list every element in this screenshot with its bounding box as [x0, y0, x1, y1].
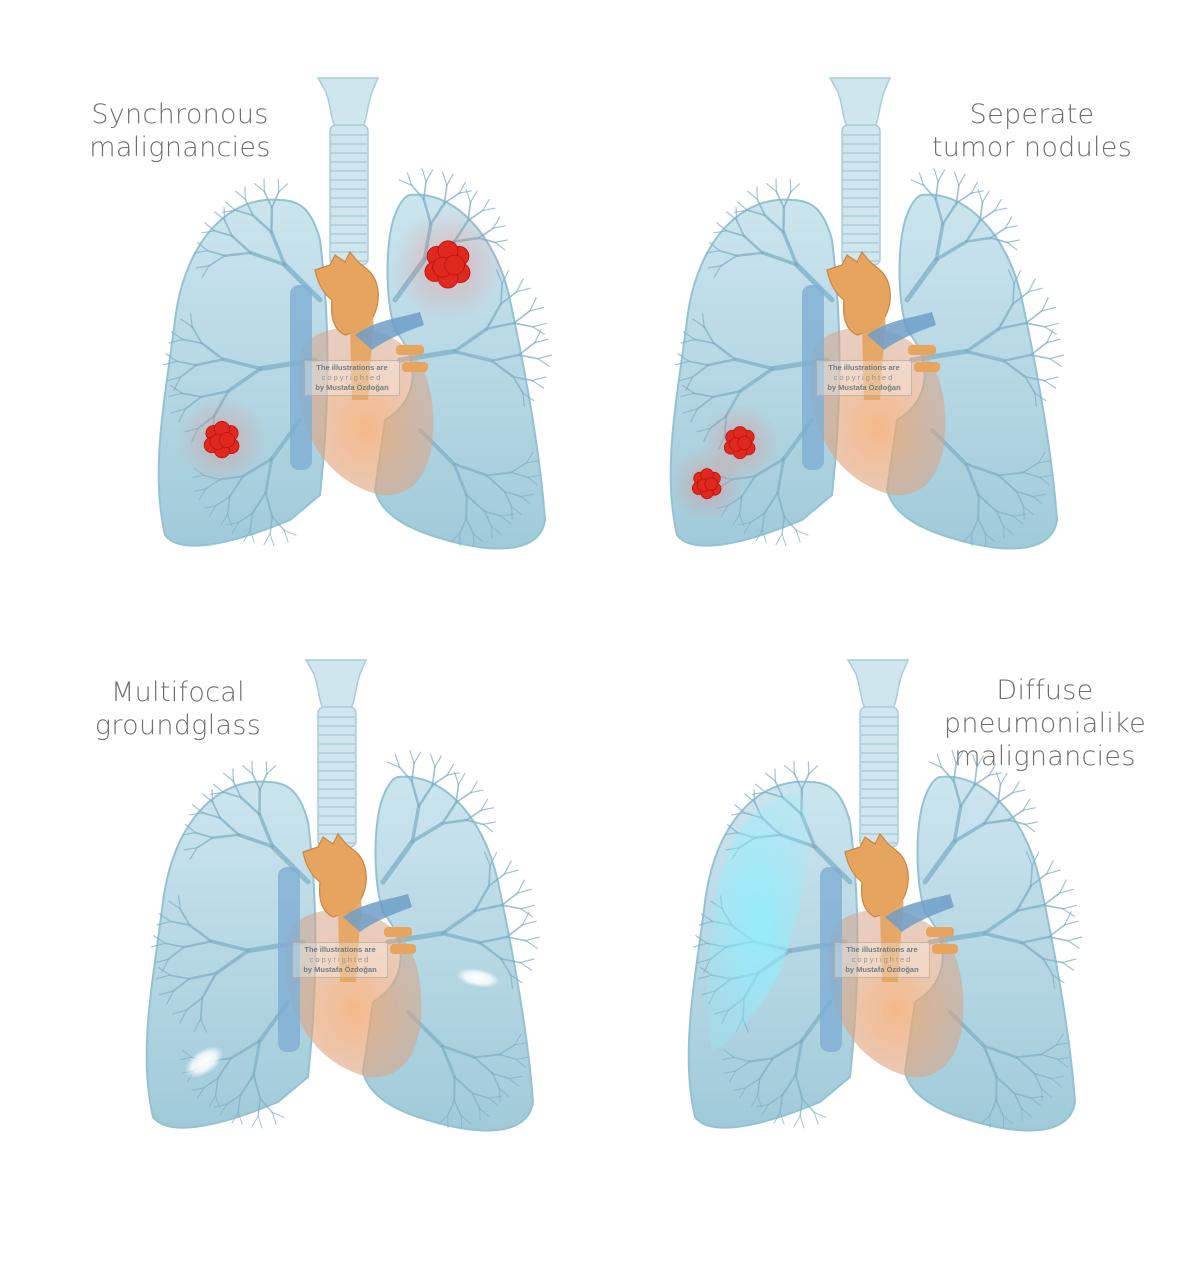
pulmonary-vein — [396, 345, 424, 355]
larynx — [316, 77, 380, 129]
descending-aorta — [862, 298, 886, 400]
panel-multifocal-groundglass: Multifocal groundglass The illustrations… — [0, 582, 588, 1202]
pulmonary-artery — [355, 312, 424, 350]
vena-cava — [290, 285, 312, 470]
pulmonary-artery — [867, 312, 936, 350]
watermark: The illustrations are copyrighted by Mus… — [816, 360, 912, 396]
lungs-illustration — [687, 659, 1082, 1132]
pulmonary-vein — [932, 944, 958, 954]
watermark: The illustrations are copyrighted by Mus… — [292, 942, 388, 978]
pulmonary-vein — [402, 362, 428, 372]
lungs-illustration — [157, 77, 552, 550]
vena-cava — [278, 867, 300, 1052]
pulmonary-vein — [384, 927, 412, 937]
panel-title: Synchronous malignancies — [89, 99, 271, 163]
larynx — [304, 659, 368, 711]
pulmonary-vein — [926, 927, 954, 937]
pulmonary-vein — [390, 944, 416, 954]
panel-title: Multifocal groundglass — [94, 677, 262, 741]
tumor-nodule — [390, 207, 506, 323]
lungs-illustration — [669, 77, 1064, 550]
vena-cava — [820, 867, 842, 1052]
tumor-nodule — [670, 447, 744, 521]
watermark: The illustrations are copyrighted by Mus… — [304, 360, 400, 396]
groundglass-opacity — [184, 1046, 224, 1078]
descending-aorta — [350, 298, 374, 400]
descending-aorta — [880, 880, 904, 982]
panel-synchronous: Synchronous malignancies The illustratio… — [0, 0, 600, 620]
panel-title: Seperate tumor nodules — [931, 99, 1133, 163]
descending-aorta — [338, 880, 362, 982]
pulmonary-artery — [343, 894, 412, 932]
panel-title: Diffuse pneumonialike malignancies — [943, 675, 1147, 772]
right-lung — [145, 780, 317, 1129]
panel-diffuse-pneumonialike: Diffuse pneumonialike malignancies The i… — [530, 582, 1146, 1202]
panel-separate-nodules: Seperate tumor nodules The illustrations… — [512, 0, 1132, 620]
pneumonia-region — [708, 792, 809, 1052]
tumor-nodule — [177, 395, 267, 485]
groundglass-opacity — [456, 968, 500, 988]
larynx — [828, 77, 892, 129]
lungs-illustration — [145, 659, 540, 1132]
pulmonary-vein — [908, 345, 936, 355]
watermark: The illustrations are copyrighted by Mus… — [834, 942, 930, 978]
larynx — [846, 659, 910, 711]
vena-cava — [802, 285, 824, 470]
pulmonary-vein — [914, 362, 940, 372]
pulmonary-artery — [885, 894, 954, 932]
